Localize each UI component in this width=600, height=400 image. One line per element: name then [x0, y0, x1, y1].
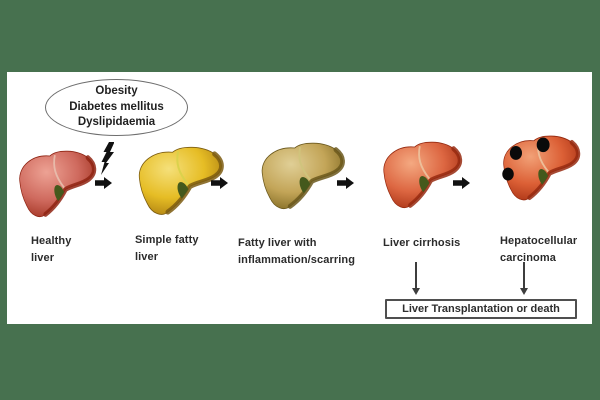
fatty-liver-inflammation-illustration — [256, 138, 349, 218]
label-line: liver — [135, 250, 159, 263]
down-arrow-icon-cirrhosis — [411, 262, 420, 295]
lightning-bolt-icon — [101, 142, 115, 175]
figure-canvas: Obesity Diabetes mellitus Dyslipidaemia — [7, 72, 592, 324]
healthy-liver-illustration — [14, 146, 100, 226]
label-line: Hepatocellular — [500, 235, 578, 247]
label-line: Liver cirrhosis — [383, 237, 461, 249]
label-line: carcinoma — [500, 251, 556, 264]
liver-cirrhosis-illustration — [378, 137, 466, 217]
label-line: inflammation/scarring — [238, 253, 356, 266]
right-arrow-icon-3 — [337, 176, 354, 189]
outcome-box: Liver Transplantation or death — [385, 299, 577, 319]
hepatocellular-carcinoma-illustration — [498, 131, 584, 209]
risk-factor-dyslipidaemia: Dyslipidaemia — [77, 116, 156, 129]
label-line: Healthy — [31, 235, 72, 247]
label-hepatocellular-carcinoma: Hepatocellular carcinoma — [500, 233, 577, 266]
risk-factor-obesity: Obesity — [95, 85, 138, 98]
right-arrow-icon-4 — [453, 176, 470, 189]
label-healthy-liver: Healthy liver — [31, 233, 71, 266]
label-line: liver — [31, 251, 55, 264]
outcome-box-label: Liver Transplantation or death — [402, 303, 560, 315]
label-fatty-liver-inflammation: Fatty liver with inflammation/scarring — [238, 235, 355, 268]
label-line: Simple fatty — [135, 234, 199, 246]
right-arrow-icon-2 — [211, 176, 228, 189]
label-line: Fatty liver with — [238, 237, 317, 249]
label-simple-fatty-liver: Simple fatty liver — [135, 232, 199, 265]
right-arrow-icon-1 — [95, 176, 112, 189]
risk-factors-ellipse: Obesity Diabetes mellitus Dyslipidaemia — [45, 79, 188, 136]
down-arrow-icon-carcinoma — [519, 262, 528, 295]
simple-fatty-liver-illustration — [133, 142, 228, 224]
risk-factor-diabetes: Diabetes mellitus — [69, 100, 164, 113]
label-liver-cirrhosis: Liver cirrhosis — [383, 235, 460, 252]
